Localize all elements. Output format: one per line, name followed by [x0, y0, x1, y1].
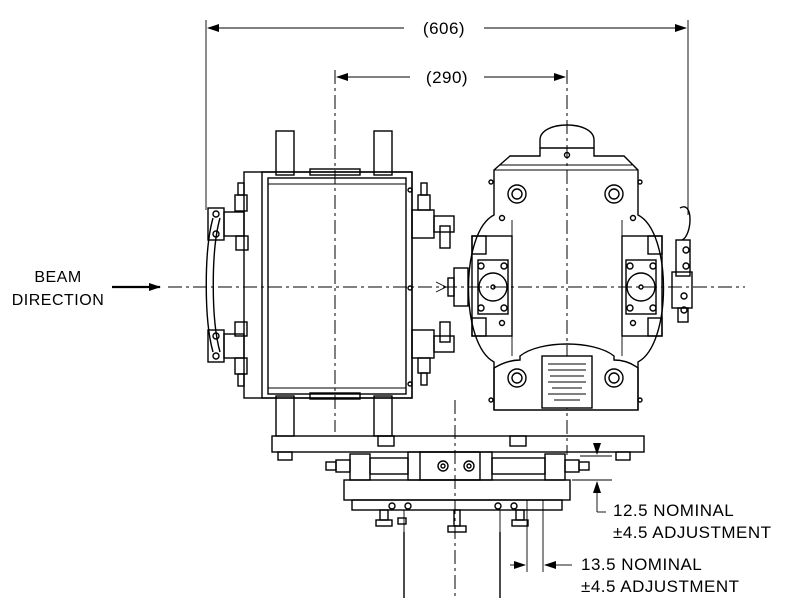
- right-assembly: [435, 124, 693, 411]
- nameplate-text-lines: [548, 363, 586, 401]
- adjustment-dimension-1: 12.5 NOMINAL ±4.5 ADJUSTMENT: [572, 443, 772, 542]
- beam-label-line2: DIRECTION: [12, 292, 105, 309]
- beam-label-line1: BEAM: [34, 269, 81, 286]
- left-assembly: [205, 130, 455, 437]
- overall-dimension: (606): [205, 19, 689, 215]
- adjustment-2-nominal: 13.5 NOMINAL: [581, 555, 702, 574]
- center-spacing-dimension: (290): [336, 68, 566, 87]
- adjustment-1-range: ±4.5 ADJUSTMENT: [613, 523, 772, 542]
- overall-dimension-label: (606): [423, 19, 465, 38]
- stand-assembly: [325, 451, 590, 598]
- center-spacing-label: (290): [426, 68, 468, 87]
- adjustment-dimension-2: 13.5 NOMINAL ±4.5 ADJUSTMENT: [510, 500, 740, 596]
- beam-direction: BEAM DIRECTION: [12, 269, 161, 309]
- adjustment-1-nominal: 12.5 NOMINAL: [613, 501, 734, 520]
- adjustment-2-range: ±4.5 ADJUSTMENT: [581, 577, 740, 596]
